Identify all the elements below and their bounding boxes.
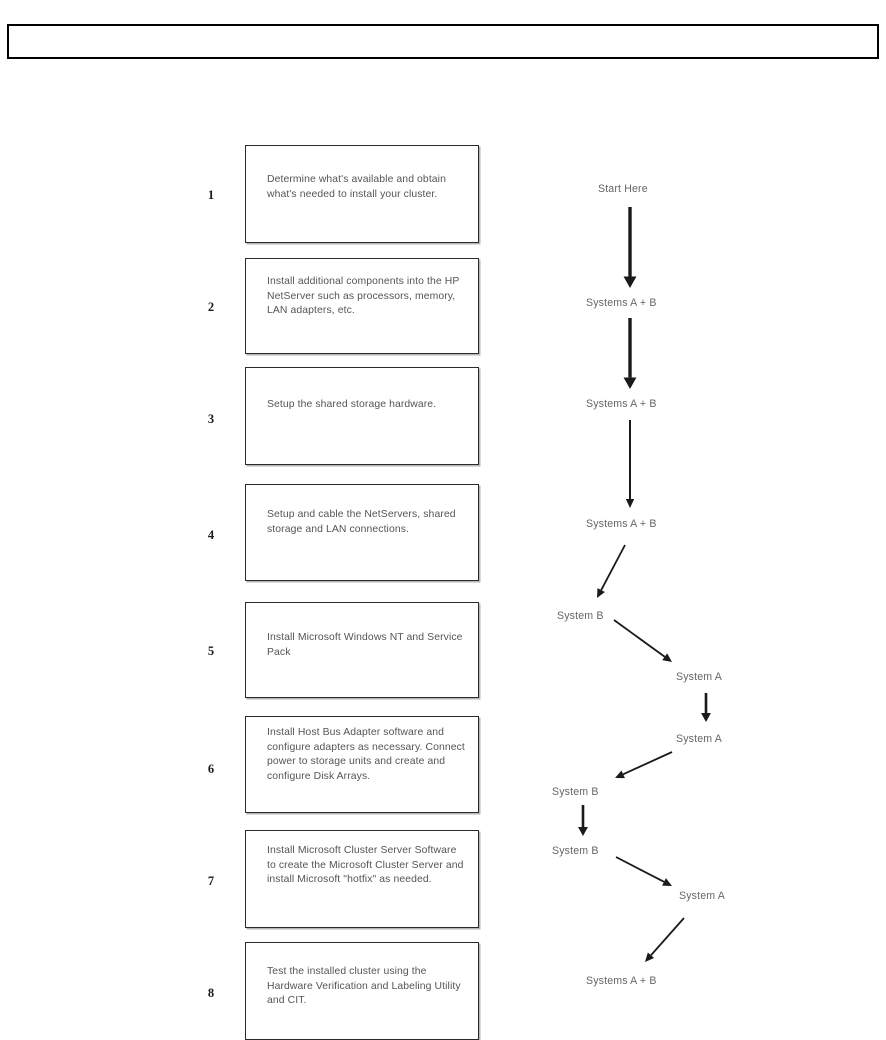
step-number-7: 7 [207,874,215,888]
step-box-6: Install Host Bus Adapter software and co… [245,716,479,813]
flow-label-1: Systems A + B [586,297,657,309]
arrow-system-a-1-to-2-head [701,713,711,722]
step-box-4: Setup and cable the NetServers, shared s… [245,484,479,581]
flow-label-0: Start Here [598,183,648,195]
step-box-1: Determine what's available and obtain wh… [245,145,479,243]
flow-label-2: Systems A + B [586,398,657,410]
arrow-systems-ab-3-to-system-b-head [597,588,605,598]
step-text-3: Setup the shared storage hardware. [267,399,437,410]
step-number-2: 2 [207,300,215,314]
step-box-7: Install Microsoft Cluster Server Softwar… [245,830,479,928]
step-text-4: Setup and cable the NetServers, shared s… [267,509,456,535]
arrow-systems-ab-1-to-2-head [623,377,637,389]
step-text-1: Determine what's available and obtain wh… [267,174,446,200]
header-band [7,24,879,59]
step-box-8: Test the installed cluster using the Har… [245,942,479,1040]
arrow-start-to-systems-ab-1-head [623,276,637,288]
arrow-system-b-4-to-system-a-3-shaft [615,856,665,883]
header-band-text [9,26,877,57]
flow-label-10: Systems A + B [586,975,657,987]
flow-label-6: System A [676,733,722,745]
arrow-systems-ab-3-to-system-b-shaft [600,544,626,591]
arrow-system-b-4-to-system-a-3-head [662,878,672,886]
step-number-5: 5 [207,644,215,658]
step-number-6: 6 [207,762,215,776]
flow-label-3: Systems A + B [586,518,657,530]
arrow-system-a-2-to-system-b-3-head [615,770,625,779]
step-number-8: 8 [207,986,215,1000]
step-box-5: Install Microsoft Windows NT and Service… [245,602,479,698]
step-text-7: Install Microsoft Cluster Server Softwar… [267,845,464,886]
arrow-system-a-3-to-systems-ab-head [645,952,655,962]
arrow-system-b-3-to-4-head [578,827,588,836]
step-number-1: 1 [207,188,215,202]
arrow-system-a-2-to-system-b-3-shaft [622,751,673,776]
flow-label-8: System B [552,845,599,857]
flow-label-7: System B [552,786,599,798]
flow-label-5: System A [676,671,722,683]
flow-label-4: System B [557,610,604,622]
step-number-4: 4 [207,528,215,542]
arrow-system-a-3-to-systems-ab-shaft [650,917,685,956]
step-text-5: Install Microsoft Windows NT and Service… [267,632,463,658]
flow-label-9: System A [679,890,725,902]
arrow-systems-ab-2-to-3-head [625,499,635,508]
arrow-system-b-to-system-a-1-head [662,653,672,662]
step-number-3: 3 [207,412,215,426]
arrow-system-b-to-system-a-1-shaft [613,619,666,658]
step-box-3: Setup the shared storage hardware. [245,367,479,465]
step-box-2: Install additional components into the H… [245,258,479,354]
step-text-6: Install Host Bus Adapter software and co… [267,727,465,782]
step-text-2: Install additional components into the H… [267,276,460,317]
step-text-8: Test the installed cluster using the Har… [267,966,461,1007]
